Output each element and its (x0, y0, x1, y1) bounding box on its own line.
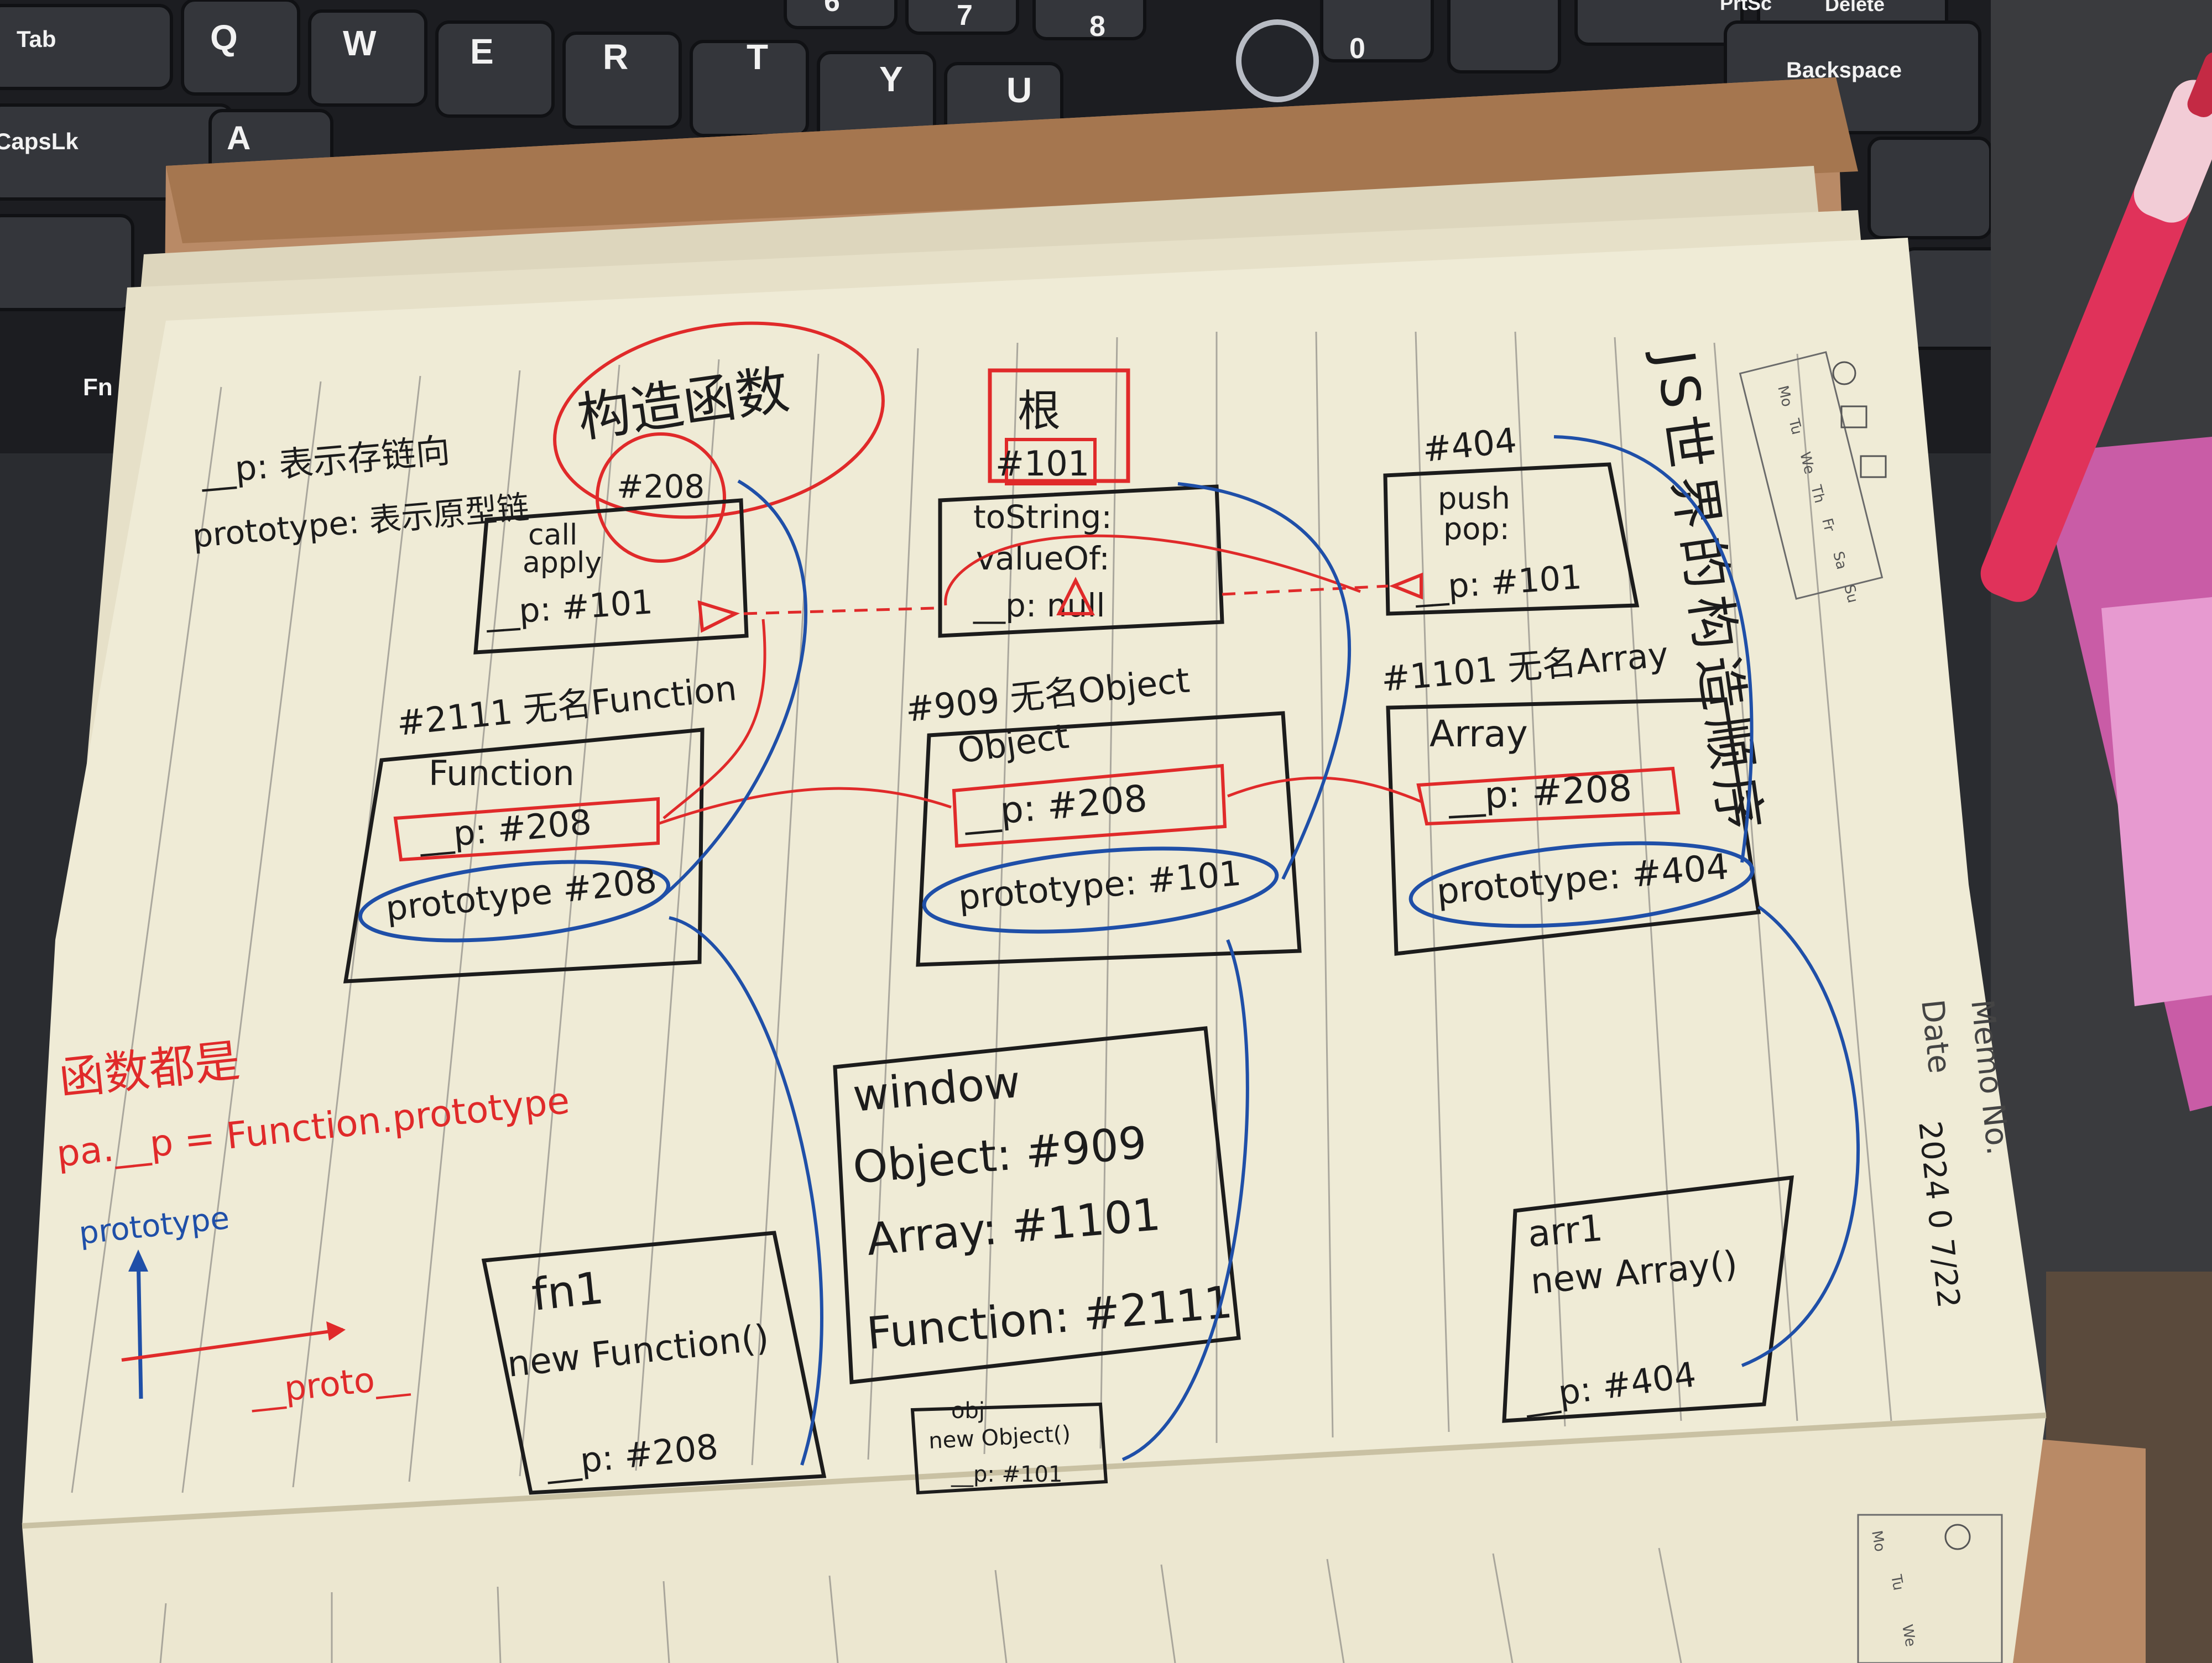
weather-icons (1832, 361, 1887, 478)
ctor-title-circle (553, 321, 885, 519)
weekday-we-lower: We (1898, 1623, 1919, 1648)
key-6: 6 (824, 0, 840, 18)
cloud-icon (1840, 405, 1867, 428)
weekday-mo-lower: Mo (1868, 1529, 1888, 1553)
weekday-tu-lower: Tu (1887, 1573, 1907, 1592)
func-proto-arrow (697, 600, 740, 633)
fn1-line1: fn1 (529, 1262, 606, 1321)
blue-prototype-links (662, 435, 1860, 1466)
root-id: #101 (995, 443, 1089, 484)
weekday-strip-lower: Mo Tu We (1857, 1514, 2003, 1663)
key-e: E (470, 32, 494, 71)
array-proto-arrow (1389, 572, 1423, 600)
date-label: Date (1914, 998, 1958, 1075)
arr1-line1: arr1 (1526, 1206, 1605, 1256)
key-8: 8 (1089, 11, 1105, 43)
array-proto-id: #404 (1421, 420, 1519, 470)
key-labels: Tab Q W E R T Y U 6 7 8 0 PrtSc Delete B… (0, 0, 1902, 401)
legend-blue-arrow (136, 1254, 143, 1399)
obj-line3: __p: #101 (951, 1462, 1062, 1487)
weekday-tu: Tu (1785, 416, 1805, 436)
key-a: A (227, 119, 251, 156)
desk-objects (1980, 0, 2212, 1663)
key-r: R (603, 37, 628, 77)
array-ctor-proto: __p: #208 (1447, 767, 1633, 819)
legend-red-arrow (121, 1328, 343, 1362)
box-func-proto: #208 call apply __p: #101 (473, 468, 749, 655)
function-ctor-name: Function (429, 753, 575, 793)
key-capslk: CapsLk (0, 128, 79, 154)
box-root: 根 #101 toString: valueOf: __p: null (938, 368, 1224, 638)
notebook: Mo Tu We Th Fr Sa Su Mo Tu We Memo No. D… (22, 77, 2146, 1663)
key-t: T (747, 37, 768, 77)
array-ctor-name: Array (1430, 713, 1528, 755)
key-q: Q (210, 18, 238, 57)
rain-icon (1860, 455, 1887, 478)
box-obj: obj new Object() __p: #101 (910, 1398, 1108, 1495)
func-proto-line1: call (528, 519, 577, 552)
sun-icon (1832, 361, 1856, 385)
key-0: 0 (1349, 33, 1365, 65)
obj-line1: obj (951, 1398, 985, 1424)
key-7: 7 (957, 0, 973, 32)
key-y: Y (879, 59, 903, 99)
func-proto-id: #208 (617, 468, 705, 505)
key-w: W (343, 23, 377, 63)
key-backspace: Backspace (1786, 58, 1902, 82)
root-line2: valueOf: (976, 540, 1110, 577)
sun-icon-lower (1944, 1524, 1971, 1550)
key-prtsc: PrtSc (1720, 0, 1772, 14)
root-title: 根 (1018, 386, 1061, 436)
root-arrow (1056, 577, 1095, 615)
key-delete: Delete (1825, 0, 1885, 15)
func-proto-id-circle (596, 432, 726, 563)
red-pen (1980, 52, 2212, 602)
array-proto-line1: push (1438, 481, 1510, 516)
root-line3: __p: null (973, 587, 1105, 624)
key-tab: Tab (17, 26, 56, 52)
key-fn: Fn (83, 374, 113, 401)
func-proto-line2: apply (523, 546, 602, 579)
root-line1: toString: (973, 498, 1112, 536)
red-proto-links (658, 534, 1422, 825)
array-proto-line2: pop: (1443, 511, 1510, 546)
key-u: U (1006, 70, 1032, 110)
